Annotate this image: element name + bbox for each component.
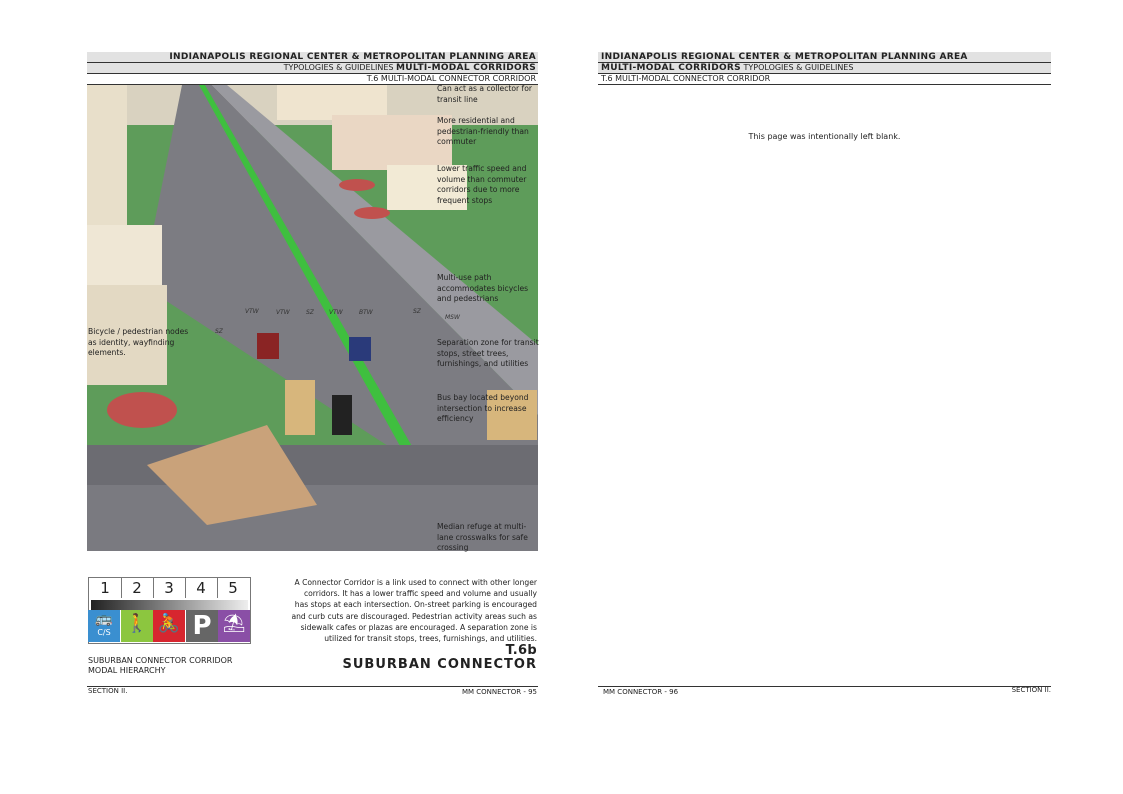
lane-label: MSW [445, 314, 460, 321]
footer-rule [87, 686, 538, 687]
lane-label: SZ [413, 308, 421, 315]
annotation: Multi-use path accommodates bicycles and… [437, 273, 529, 303]
annotation: Median refuge at multi-lane crosswalks f… [437, 522, 528, 552]
bicycle-icon: 🚴 [153, 610, 185, 642]
header-section: MULTI-MODAL CORRIDORS [601, 63, 741, 73]
header-line3: T.6 MULTI-MODAL CONNECTOR CORRIDOR [598, 74, 1051, 85]
header-section: MULTI-MODAL CORRIDORS [396, 63, 536, 73]
rank-number: 4 [185, 578, 218, 598]
hierarchy-caption: SUBURBAN CONNECTOR CORRIDOR [88, 656, 233, 665]
rank-number: 5 [228, 579, 238, 597]
header-topic: T.6 MULTI-MODAL CONNECTOR CORRIDOR [601, 74, 771, 83]
annotation: More residential and pedestrian-friendly… [437, 116, 529, 146]
blank-page-notice: This page was intentionally left blank. [748, 132, 901, 141]
page-number: MM CONNECTOR - 95 [461, 688, 537, 696]
header-line2: MULTI-MODAL CORRIDORS TYPOLOGIES & GUIDE… [598, 63, 1051, 74]
lane-label: VTW [276, 309, 290, 316]
section-title: SUBURBAN CONNECTOR [342, 657, 537, 672]
annotation: Separation zone for transit stops, stree… [437, 338, 539, 368]
priority-gradient [91, 600, 248, 610]
rank-number: 2 [121, 578, 154, 598]
header-subtitle: TYPOLOGIES & GUIDELINES [740, 63, 854, 72]
cafe-table-icon: ⛱ [218, 610, 250, 642]
rank-number: 1 [89, 578, 122, 598]
pedestrian-icon: 🚶 [121, 610, 153, 642]
header-topic: T.6 MULTI-MODAL CONNECTOR CORRIDOR [366, 74, 536, 83]
header-line3: T.6 MULTI-MODAL CONNECTOR CORRIDOR [87, 74, 538, 85]
bus-icon: 🚌C/S [88, 610, 120, 642]
footer-section: SECTION II. [1011, 686, 1051, 694]
annotation: Can act as a collector for transit line [437, 84, 532, 104]
annotation: Lower traffic speed and volume than comm… [437, 164, 527, 205]
header-line2: TYPOLOGIES & GUIDELINES MULTI-MODAL CORR… [87, 63, 538, 74]
footer-section: SECTION II. [88, 687, 128, 695]
annotation: Bus bay located beyond intersection to i… [437, 393, 529, 423]
lane-label: SZ [215, 328, 223, 335]
footer-rule [598, 686, 1051, 687]
corridor-description: A Connector Corridor is a link used to c… [291, 578, 537, 644]
annotation: Bicycle / pedestrian nodes as identity, … [88, 327, 189, 357]
lane-label: BTW [359, 309, 373, 316]
header-title: INDIANAPOLIS REGIONAL CENTER & METROPOLI… [169, 52, 536, 62]
lane-label: VTW [245, 308, 259, 315]
rank-number: 3 [153, 578, 186, 598]
hierarchy-caption: MODAL HIERARCHY [88, 666, 166, 675]
section-code: T.6b [505, 643, 537, 658]
header-subtitle: TYPOLOGIES & GUIDELINES [283, 63, 397, 72]
header-title: INDIANAPOLIS REGIONAL CENTER & METROPOLI… [601, 52, 968, 62]
header-line1: INDIANAPOLIS REGIONAL CENTER & METROPOLI… [87, 52, 538, 63]
bus-label: C/S [97, 628, 111, 637]
corridor-illustration [87, 85, 538, 551]
header-line1: INDIANAPOLIS REGIONAL CENTER & METROPOLI… [598, 52, 1051, 63]
parking-icon: P [186, 610, 218, 642]
lane-label: SZ [306, 309, 314, 316]
lane-label: VTW [329, 309, 343, 316]
page-number: MM CONNECTOR - 96 [603, 688, 679, 696]
